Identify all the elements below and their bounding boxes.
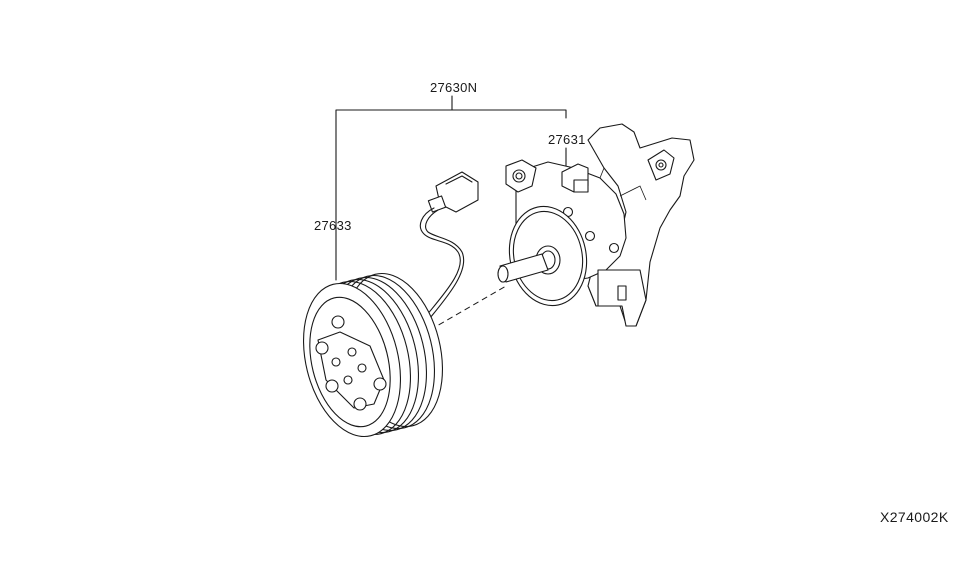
diagram-code: X274002K bbox=[880, 509, 949, 525]
compressor-body bbox=[497, 123, 695, 327]
electrical-connector bbox=[419, 171, 479, 319]
clutch-pulley bbox=[302, 272, 444, 438]
label-27630N[interactable]: 27630N bbox=[430, 80, 477, 95]
label-27631[interactable]: 27631 bbox=[548, 132, 586, 147]
leader-lines bbox=[335, 95, 567, 331]
label-27633[interactable]: 27633 bbox=[314, 218, 352, 233]
